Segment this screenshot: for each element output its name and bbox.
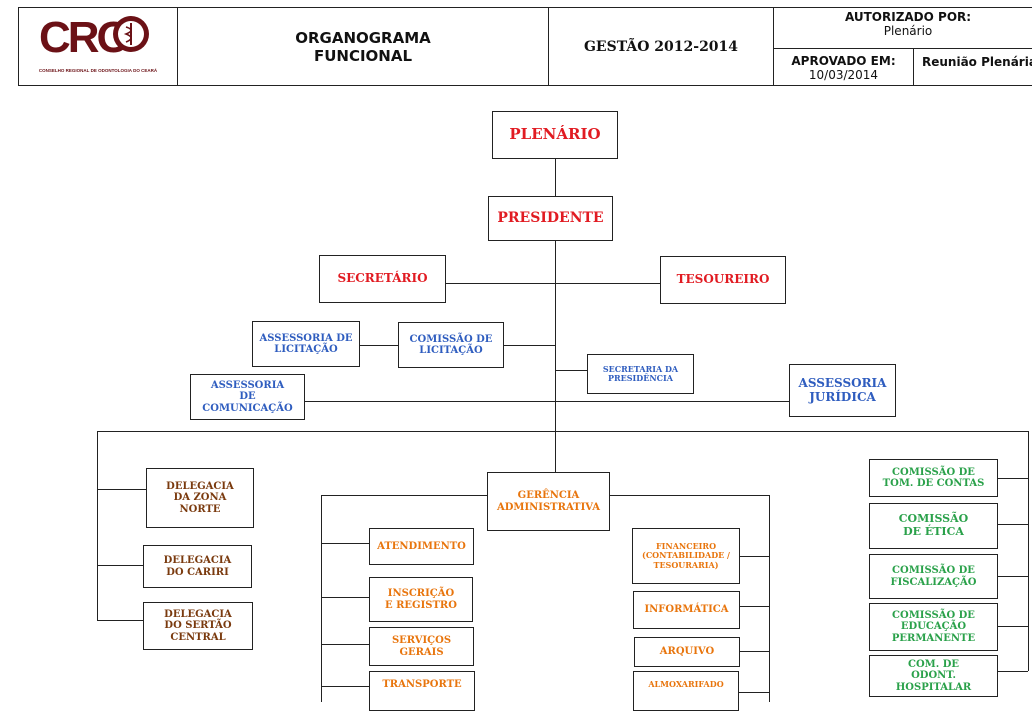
connector-admin-l1	[321, 543, 369, 544]
org-box-atendimento: ATENDIMENTO	[369, 528, 474, 565]
org-box-assessoria-licitacao: ASSESSORIA DE LICITAÇÃO	[252, 321, 360, 367]
org-box-arquivo: ARQUIVO	[634, 637, 740, 667]
comissao-label: COMISSÃO DE FISCALIZAÇÃO	[890, 565, 977, 588]
connector-comissao-licitacao	[503, 345, 555, 346]
autorizado-label: AUTORIZADO POR:	[844, 10, 972, 24]
admin-unit-label: SERVIÇOS GERAIS	[391, 635, 452, 658]
logo-caption: CONSELHO REGIONAL DE ODONTOLOGIA DO CEAR…	[38, 68, 158, 73]
reuniao-cell: Reunião Plenária	[913, 48, 1032, 86]
connector-admin-r4	[739, 692, 769, 693]
connector-admin-left-spine	[321, 495, 322, 702]
admin-unit-label: FINANCEIRO (CONTABILIDADE / TESOURARIA)	[642, 541, 730, 570]
logo-cell: CRO CONSELHO REGIONAL DE ODONTOLOGIA DO …	[18, 7, 178, 86]
caduceus-seal-icon	[113, 16, 149, 52]
connector-assessoria-licitacao	[359, 345, 399, 346]
connector-admin-l2	[321, 597, 369, 598]
org-box-secretario: SECRETÁRIO	[319, 255, 446, 303]
connector-comissao-4	[998, 626, 1028, 627]
connector-delegacia-3	[97, 620, 143, 621]
comissao-label: COMISSÃO DE EDUCAÇÃO PERMANENTE	[891, 609, 976, 644]
org-box-presidente: PRESIDENTE	[488, 196, 613, 241]
org-box-delegacia-cariri: DELEGACIA DO CARIRI	[143, 545, 252, 588]
connector-comissao-1	[998, 478, 1028, 479]
document-header: CRO CONSELHO REGIONAL DE ODONTOLOGIA DO …	[0, 0, 1032, 90]
connector-comissao-2	[998, 524, 1028, 525]
admin-unit-label: INFORMÁTICA	[644, 604, 729, 616]
assessoria-juridica-label: ASSESSORIA JURÍDICA	[798, 375, 887, 404]
connector-admin-l3	[321, 644, 369, 645]
gerencia-administrativa-label: GERÊNCIA ADMINISTRATIVA	[496, 490, 601, 513]
org-box-inscricao-registro: INSCRIÇÃO E REGISTRO	[369, 577, 473, 622]
admin-unit-label: ARQUIVO	[659, 646, 715, 658]
connector-admin-r1	[739, 556, 769, 557]
connector-delegacia-2	[97, 565, 143, 566]
connector-trunk	[555, 240, 556, 472]
tesoureiro-label: TESOUREIRO	[676, 272, 770, 287]
org-box-financeiro: FINANCEIRO (CONTABILIDADE / TESOURARIA)	[632, 528, 740, 584]
org-box-assessoria-comunicacao: ASSESSORIA DE COMUNICAÇÃO	[190, 374, 305, 420]
connector-delegacia-1	[97, 489, 146, 490]
org-box-tesoureiro: TESOUREIRO	[660, 256, 786, 304]
aprovado-label: APROVADO EM:	[791, 54, 896, 68]
org-box-comissao-odontologia-hospitalar: COM. DE ODONT. HOSPITALAR	[869, 655, 998, 697]
connector-secretaria	[555, 370, 588, 371]
org-box-comissao-tomada-contas: COMISSÃO DE TOM. DE CONTAS	[869, 459, 998, 497]
org-box-delegacia-zona-norte: DELEGACIA DA ZONA NORTE	[146, 468, 254, 528]
org-box-transporte: TRANSPORTE	[369, 671, 475, 711]
admin-unit-label: ALMOXARIFADO	[648, 679, 724, 689]
autorizado-cell: AUTORIZADO POR: Plenário	[773, 7, 1032, 49]
connector-admin-l4	[321, 686, 369, 687]
org-box-informatica: INFORMÁTICA	[633, 591, 740, 629]
org-box-comissao-licitacao: COMISSÃO DE LICITAÇÃO	[398, 322, 504, 368]
aprovado-cell: APROVADO EM: 10/03/2014	[773, 48, 914, 86]
presidente-label: PRESIDENTE	[497, 210, 604, 227]
org-box-servicos-gerais: SERVIÇOS GERAIS	[369, 627, 474, 666]
admin-unit-label: TRANSPORTE	[382, 679, 462, 690]
comissao-label: COMISSÃO DE ÉTICA	[898, 512, 969, 538]
comissao-label: COM. DE ODONT. HOSPITALAR	[895, 658, 972, 693]
delegacia-label: DELEGACIA DO SERTÃO CENTRAL	[164, 608, 232, 643]
admin-unit-label: ATENDIMENTO	[377, 540, 466, 552]
plenario-label: PLENÁRIO	[509, 125, 601, 144]
org-box-assessoria-juridica: ASSESSORIA JURÍDICA	[789, 364, 896, 417]
org-box-secretaria-presidencia: SECRETARIA DA PRESIDÊNCIA	[587, 354, 694, 394]
document-title-cell: ORGANOGRAMA FUNCIONAL	[177, 7, 549, 86]
org-box-comissao-educacao: COMISSÃO DE EDUCAÇÃO PERMANENTE	[869, 603, 998, 651]
connector-right-drop	[1028, 431, 1029, 671]
connector-gerencia-left	[321, 495, 488, 496]
delegacia-label: DELEGACIA DO CARIRI	[163, 555, 232, 578]
gestao-period: GESTÃO 2012-2014	[583, 38, 739, 55]
aprovado-value: 10/03/2014	[808, 68, 879, 82]
delegacia-label: DELEGACIA DA ZONA NORTE	[166, 480, 234, 515]
connector-gerencia-right	[610, 495, 769, 496]
autorizado-value: Plenário	[883, 24, 933, 38]
connector-secretario-tesoureiro	[446, 283, 661, 284]
connector-comissao-5	[998, 671, 1028, 672]
comissao-label: COMISSÃO DE TOM. DE CONTAS	[882, 466, 985, 490]
org-box-almoxarifado: ALMOXARIFADO	[633, 671, 739, 711]
connector-left-drop	[97, 431, 98, 621]
secretaria-presidencia-label: SECRETARIA DA PRESIDÊNCIA	[602, 363, 679, 383]
org-box-comissao-etica: COMISSÃO DE ÉTICA	[869, 503, 998, 549]
org-box-comissao-fiscalizacao: COMISSÃO DE FISCALIZAÇÃO	[869, 554, 998, 599]
admin-unit-label: INSCRIÇÃO E REGISTRO	[385, 588, 457, 611]
gestao-cell: GESTÃO 2012-2014	[548, 7, 774, 86]
connector-distribution-bar	[97, 431, 1029, 432]
assessoria-comunicacao-label: ASSESSORIA DE COMUNICAÇÃO	[202, 379, 293, 414]
org-box-plenario: PLENÁRIO	[492, 111, 618, 159]
connector-admin-r2	[739, 606, 769, 607]
assessoria-licitacao-label: ASSESSORIA DE LICITAÇÃO	[259, 332, 353, 356]
connector-comunicacao-juridica	[304, 401, 790, 402]
connector-admin-r3	[739, 651, 769, 652]
org-box-delegacia-sertao-central: DELEGACIA DO SERTÃO CENTRAL	[143, 602, 253, 650]
connector-trunk-top	[555, 159, 556, 197]
org-box-gerencia-administrativa: GERÊNCIA ADMINISTRATIVA	[487, 472, 610, 531]
connector-comissao-3	[998, 576, 1028, 577]
comissao-licitacao-label: COMISSÃO DE LICITAÇÃO	[409, 333, 493, 357]
connector-admin-right-spine	[769, 495, 770, 702]
document-title: ORGANOGRAMA FUNCIONAL	[295, 28, 431, 65]
secretario-label: SECRETÁRIO	[337, 271, 428, 286]
